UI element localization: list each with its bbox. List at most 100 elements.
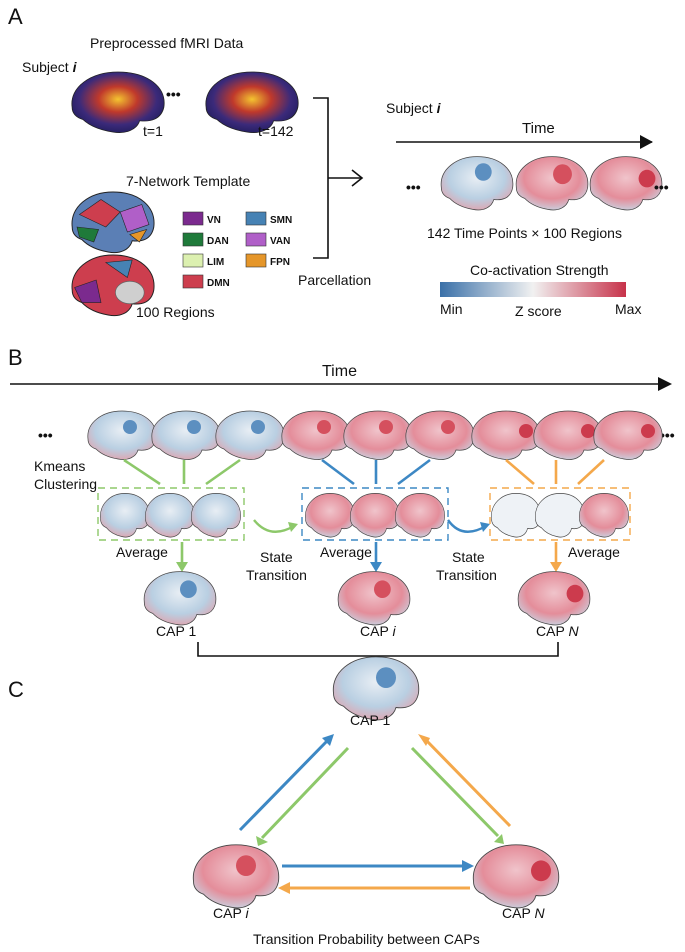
template-brain-lateral <box>71 191 155 254</box>
cap-label-c1: CAP 1 <box>350 712 390 728</box>
time-label-a: Time <box>522 120 555 137</box>
transition-caption: Transition Probability between CAPs <box>253 931 480 947</box>
cap-label-cn: CAP N <box>502 905 545 921</box>
transition-blue-head <box>480 522 490 532</box>
state-label-1a: State <box>260 549 293 565</box>
legend-label-dmn: DMN <box>207 278 230 289</box>
cap-brain-a1 <box>440 156 514 211</box>
t-last-label: t=142 <box>258 123 294 139</box>
arrow-ci-to-c1 <box>238 738 330 832</box>
brain-b-top-o2 <box>533 410 603 461</box>
merge-bracket-a <box>313 97 329 259</box>
avg-arrow-blue-head <box>370 562 382 572</box>
brain-b-top-b2 <box>343 410 413 461</box>
kmeans-label-2: Clustering <box>34 476 97 492</box>
arrowhead-c1-to-ci <box>256 836 268 846</box>
cap-brain-a2 <box>515 156 589 211</box>
brain-b-top-o3 <box>593 410 663 461</box>
arrow-blue-1 <box>321 458 355 486</box>
legend-label-smn: SMN <box>270 215 292 226</box>
arrow-c1-to-ci <box>260 746 350 840</box>
legend-label-vn: VN <box>207 215 221 226</box>
cluster-arrows <box>123 458 605 486</box>
cluster-box-green <box>97 487 245 541</box>
ellipsis-b1: ••• <box>38 427 53 443</box>
ellipsis-b2: ••• <box>660 427 675 443</box>
transition-blue <box>447 519 487 533</box>
legend-label-dan: DAN <box>207 236 229 247</box>
cap-label-ci: CAP i <box>213 905 249 921</box>
arrow-green-3 <box>205 458 241 486</box>
network-legend: VN SMN DAN VAN LIM FPN DMN <box>182 211 292 289</box>
subject-label-a-right: Subject i <box>386 100 442 116</box>
legend-swatch-dmn <box>182 274 204 289</box>
cap-brain-cn <box>472 844 560 909</box>
merge-bracket-b <box>197 642 559 657</box>
cap-brain-c1 <box>332 656 420 721</box>
cluster-brains-blue <box>304 492 446 538</box>
average-label-3: Average <box>568 544 620 560</box>
timepoints-regions-label: 142 Time Points × 100 Regions <box>427 225 622 241</box>
panel-label-b: B <box>8 345 23 370</box>
colorbar-zscore: Z score <box>515 303 562 319</box>
avg-arrow-orange-head <box>550 562 562 572</box>
cluster-box-blue <box>301 487 449 541</box>
arrow-green-1 <box>123 458 161 486</box>
ellipsis-a2: ••• <box>406 179 421 195</box>
legend-swatch-van <box>245 232 267 247</box>
transition-green <box>253 519 295 533</box>
brain-b-top-g2 <box>151 410 221 461</box>
average-label-2: Average <box>320 544 372 560</box>
legend-swatch-vn <box>182 211 204 226</box>
cap-label-b1: CAP 1 <box>156 623 196 639</box>
colorbar <box>440 282 626 297</box>
cap-brain-b1 <box>143 571 217 626</box>
arrow-orange-1 <box>505 459 535 485</box>
arrowhead-cn-to-ci <box>278 882 290 894</box>
legend-label-van: VAN <box>270 236 290 247</box>
subject-label-a: Subject i <box>22 59 78 75</box>
ellipsis-a1: ••• <box>166 86 181 102</box>
state-label-1b: Transition <box>246 567 307 583</box>
state-label-2b: Transition <box>436 567 497 583</box>
time-axis-a-head <box>640 135 653 149</box>
regions-label: 100 Regions <box>136 304 215 320</box>
panel-label-c: C <box>8 677 24 702</box>
cap-label-bn: CAP N <box>536 623 579 639</box>
merge-arrowhead-a <box>351 169 364 187</box>
brain-b-top-b3 <box>405 410 475 461</box>
brain-b-top-o1 <box>471 410 541 461</box>
legend-swatch-fpn <box>245 253 267 268</box>
template-brain-medial <box>71 254 155 317</box>
time-axis-b-head <box>658 377 672 391</box>
arrowhead-c1-to-cn <box>494 834 504 844</box>
arrowhead-ci-to-cn <box>462 860 474 872</box>
cluster-brains-green <box>99 492 242 538</box>
arrow-cn-to-c1 <box>422 736 512 828</box>
legend-label-lim: LIM <box>207 257 224 268</box>
colorbar-max: Max <box>615 301 641 317</box>
cap-brain-bn <box>517 571 591 626</box>
kmeans-label-1: Kmeans <box>34 458 85 474</box>
coactivation-title: Co-activation Strength <box>470 262 609 278</box>
fmri-title: Preprocessed fMRI Data <box>90 35 243 51</box>
template-title: 7-Network Template <box>126 173 250 189</box>
t-first-label: t=1 <box>143 123 163 139</box>
avg-arrow-green-head <box>176 562 188 572</box>
transition-green-head <box>288 522 298 532</box>
legend-label-fpn: FPN <box>270 257 290 268</box>
legend-swatch-lim <box>182 253 204 268</box>
brain-b-top-g3 <box>215 410 285 461</box>
panel-label-a: A <box>8 4 23 29</box>
transition-arrows-c <box>238 736 512 890</box>
arrow-c1-to-cn <box>410 746 500 838</box>
arrowhead-ci-to-c1 <box>322 734 334 746</box>
parcellation-label: Parcellation <box>298 272 371 288</box>
brain-b-top-g1 <box>87 410 157 461</box>
legend-swatch-dan <box>182 232 204 247</box>
cap-brain-a3 <box>589 156 663 211</box>
brain-b-top-b1 <box>281 410 351 461</box>
time-label-b: Time <box>322 363 357 380</box>
